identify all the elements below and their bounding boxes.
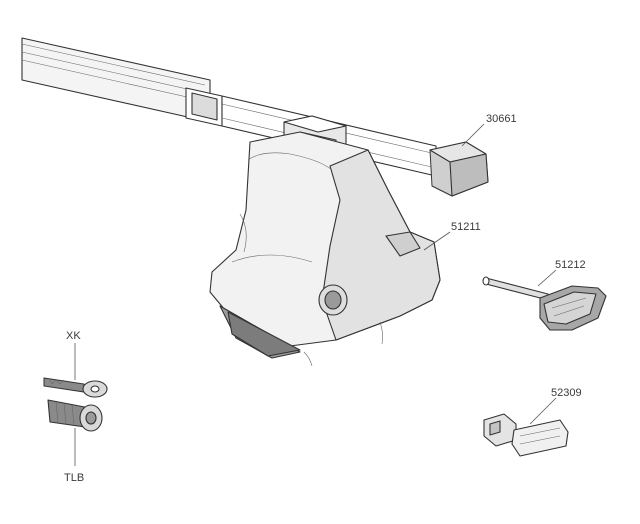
label-lock: TLB xyxy=(64,472,84,484)
end-cap xyxy=(429,141,489,197)
lock-cylinder xyxy=(47,399,103,432)
leader-52309 xyxy=(529,397,557,425)
label-key: XK xyxy=(66,330,81,342)
key xyxy=(43,377,108,398)
load-bar xyxy=(21,37,437,177)
leader-51211 xyxy=(423,231,451,251)
leader-lines xyxy=(74,123,557,466)
t-bolt-tool xyxy=(482,276,607,331)
leader-51212 xyxy=(537,269,557,287)
leader-30661 xyxy=(461,123,485,147)
label-foot: 51211 xyxy=(451,221,481,233)
label-bar: 30661 xyxy=(486,113,517,125)
label-tool: 51212 xyxy=(555,259,586,271)
roof-rack-foot xyxy=(209,115,441,367)
label-key-tool: 52309 xyxy=(551,387,582,399)
key-tool xyxy=(483,413,569,457)
